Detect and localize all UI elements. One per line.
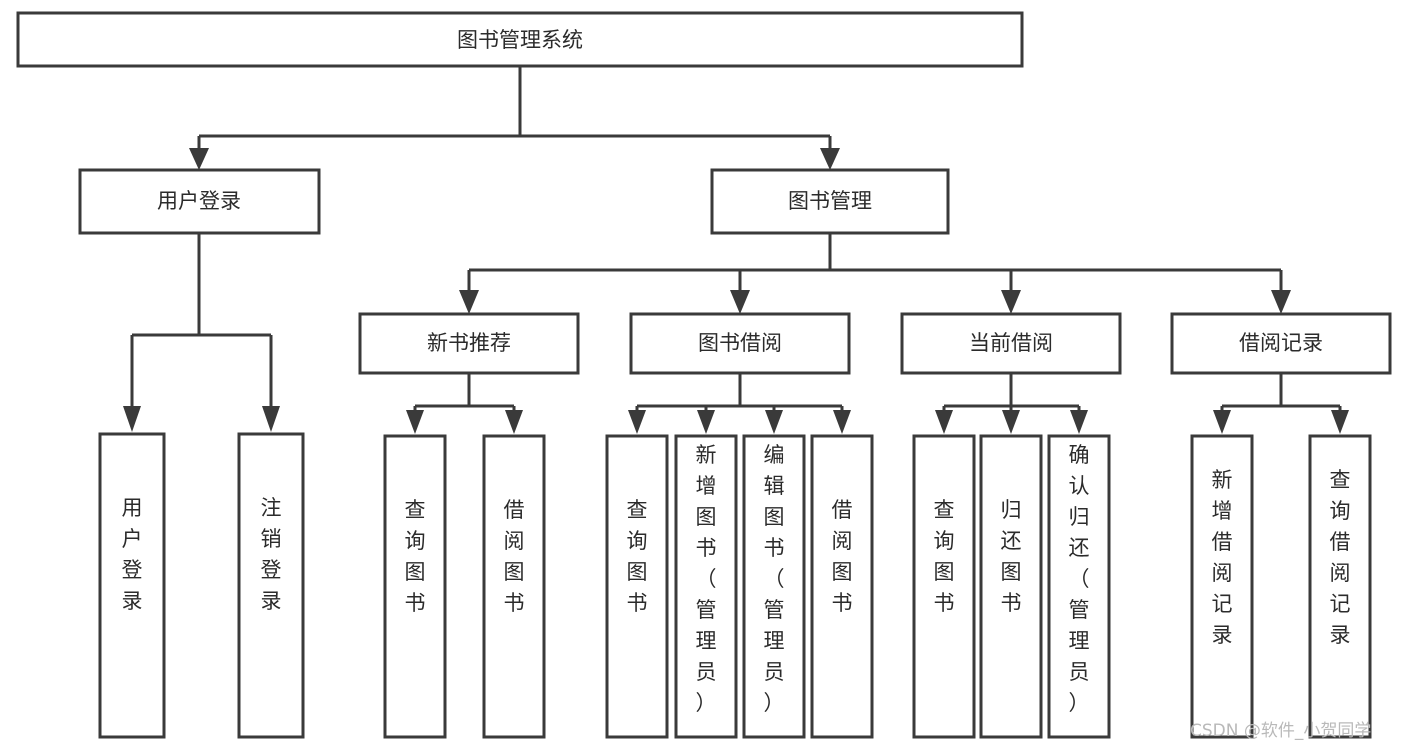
root-label: 图书管理系统 [457, 28, 583, 52]
leaf-query-book-2-box[interactable] [605, 434, 669, 739]
arrow-to-book-borrow [730, 290, 750, 314]
leaf-borrow-book-1-box[interactable] [482, 434, 546, 739]
node-leaf-query-record[interactable]: 查询借阅记录 [1308, 434, 1372, 739]
arrow-to-leaf-query-book-1 [406, 410, 424, 434]
leaf-add-record-label: 新增借阅记录 [1212, 468, 1233, 647]
node-leaf-query-book-2[interactable]: 查询图书 [605, 434, 669, 739]
book-borrow-box[interactable] [629, 312, 851, 375]
book-manage-box[interactable] [710, 168, 950, 235]
user-login-box[interactable] [78, 168, 321, 235]
root-box[interactable] [16, 11, 1024, 68]
node-root[interactable]: 图书管理系统 [16, 11, 1024, 68]
node-user-login[interactable]: 用户登录 [78, 168, 321, 235]
arrow-to-leaf-add-book [697, 410, 715, 434]
node-leaf-add-book[interactable]: 新增图书（管理员） [674, 434, 738, 739]
node-leaf-borrow-book-1[interactable]: 借阅图书 [482, 434, 546, 739]
leaf-add-book-box[interactable] [674, 434, 738, 739]
node-book-manage[interactable]: 图书管理 [710, 168, 950, 235]
leaf-return-book-box[interactable] [979, 434, 1043, 739]
node-leaf-add-record[interactable]: 新增借阅记录 [1190, 434, 1254, 739]
leaf-borrow-book-2-box[interactable] [810, 434, 874, 739]
node-current-borrow[interactable]: 当前借阅 [900, 312, 1122, 375]
leaf-query-book-3-label: 查询图书 [934, 498, 955, 615]
connectors [123, 66, 1349, 434]
arrow-to-user-login [189, 148, 209, 170]
arrow-to-leaf-add-record [1213, 410, 1231, 434]
arrow-to-leaf-return-book [1002, 410, 1020, 434]
leaf-return-book-label: 归还图书 [1001, 498, 1022, 615]
node-new-book-recommend[interactable]: 新书推荐 [358, 312, 580, 375]
arrow-to-leaf-query-book-3 [935, 410, 953, 434]
arrow-to-borrow-record [1271, 290, 1291, 314]
node-leaf-confirm-return[interactable]: 确认归还（管理员） [1047, 434, 1111, 739]
leaf-add-record-box[interactable] [1190, 434, 1254, 739]
leaf-edit-book-box[interactable] [742, 434, 806, 739]
node-leaf-query-book-3[interactable]: 查询图书 [912, 434, 976, 739]
arrow-to-leaf-confirm-return [1070, 410, 1088, 434]
leaf-confirm-return-label: 确认归还（管理员） [1069, 443, 1090, 715]
node-borrow-record[interactable]: 借阅记录 [1170, 312, 1392, 375]
arrow-to-new-book-recommend [459, 290, 479, 314]
node-leaf-return-book[interactable]: 归还图书 [979, 434, 1043, 739]
borrow-record-label: 借阅记录 [1239, 331, 1323, 355]
book-manage-label: 图书管理 [788, 189, 872, 213]
leaf-query-book-2-label: 查询图书 [627, 498, 648, 615]
arrow-to-leaf-borrow-book-2 [833, 410, 851, 434]
leaf-query-book-3-box[interactable] [912, 434, 976, 739]
leaf-logout-login-label: 注销登录 [261, 496, 282, 613]
node-leaf-query-book-1[interactable]: 查询图书 [383, 434, 447, 739]
leaf-add-book-label: 新增图书（管理员） [696, 443, 717, 715]
leaf-query-book-1-box[interactable] [383, 434, 447, 739]
arrow-to-leaf-logout-login [262, 406, 280, 432]
borrow-record-box[interactable] [1170, 312, 1392, 375]
arrow-to-book-manage [820, 148, 840, 170]
arrow-to-leaf-query-book-2 [628, 410, 646, 434]
arrow-to-current-borrow [1001, 290, 1021, 314]
arrow-to-leaf-query-record [1331, 410, 1349, 434]
current-borrow-label: 当前借阅 [969, 331, 1053, 355]
new-book-recommend-label: 新书推荐 [427, 331, 511, 355]
leaf-query-book-1-label: 查询图书 [405, 498, 426, 615]
leaf-borrow-book-2-label: 借阅图书 [832, 498, 853, 615]
leaf-confirm-return-box[interactable] [1047, 434, 1111, 739]
node-leaf-user-login[interactable]: 用户登录 [98, 432, 166, 739]
node-leaf-borrow-book-2[interactable]: 借阅图书 [810, 434, 874, 739]
arrow-to-leaf-user-login [123, 406, 141, 432]
arrow-to-leaf-edit-book [765, 410, 783, 434]
leaf-user-login-label: 用户登录 [122, 496, 143, 613]
current-borrow-box[interactable] [900, 312, 1122, 375]
leaf-edit-book-label: 编辑图书（管理员） [764, 443, 785, 715]
leaf-logout-login-box[interactable] [237, 432, 305, 739]
book-borrow-label: 图书借阅 [698, 331, 782, 355]
new-book-recommend-box[interactable] [358, 312, 580, 375]
leaf-user-login-box[interactable] [98, 432, 166, 739]
node-leaf-logout-login[interactable]: 注销登录 [237, 432, 305, 739]
node-leaf-edit-book[interactable]: 编辑图书（管理员） [742, 434, 806, 739]
leaf-borrow-book-1-label: 借阅图书 [504, 498, 525, 615]
leaf-query-record-label: 查询借阅记录 [1330, 468, 1351, 647]
leaf-query-record-box[interactable] [1308, 434, 1372, 739]
user-login-label: 用户登录 [157, 189, 241, 213]
arrow-to-leaf-borrow-book-1 [505, 410, 523, 434]
node-book-borrow[interactable]: 图书借阅 [629, 312, 851, 375]
